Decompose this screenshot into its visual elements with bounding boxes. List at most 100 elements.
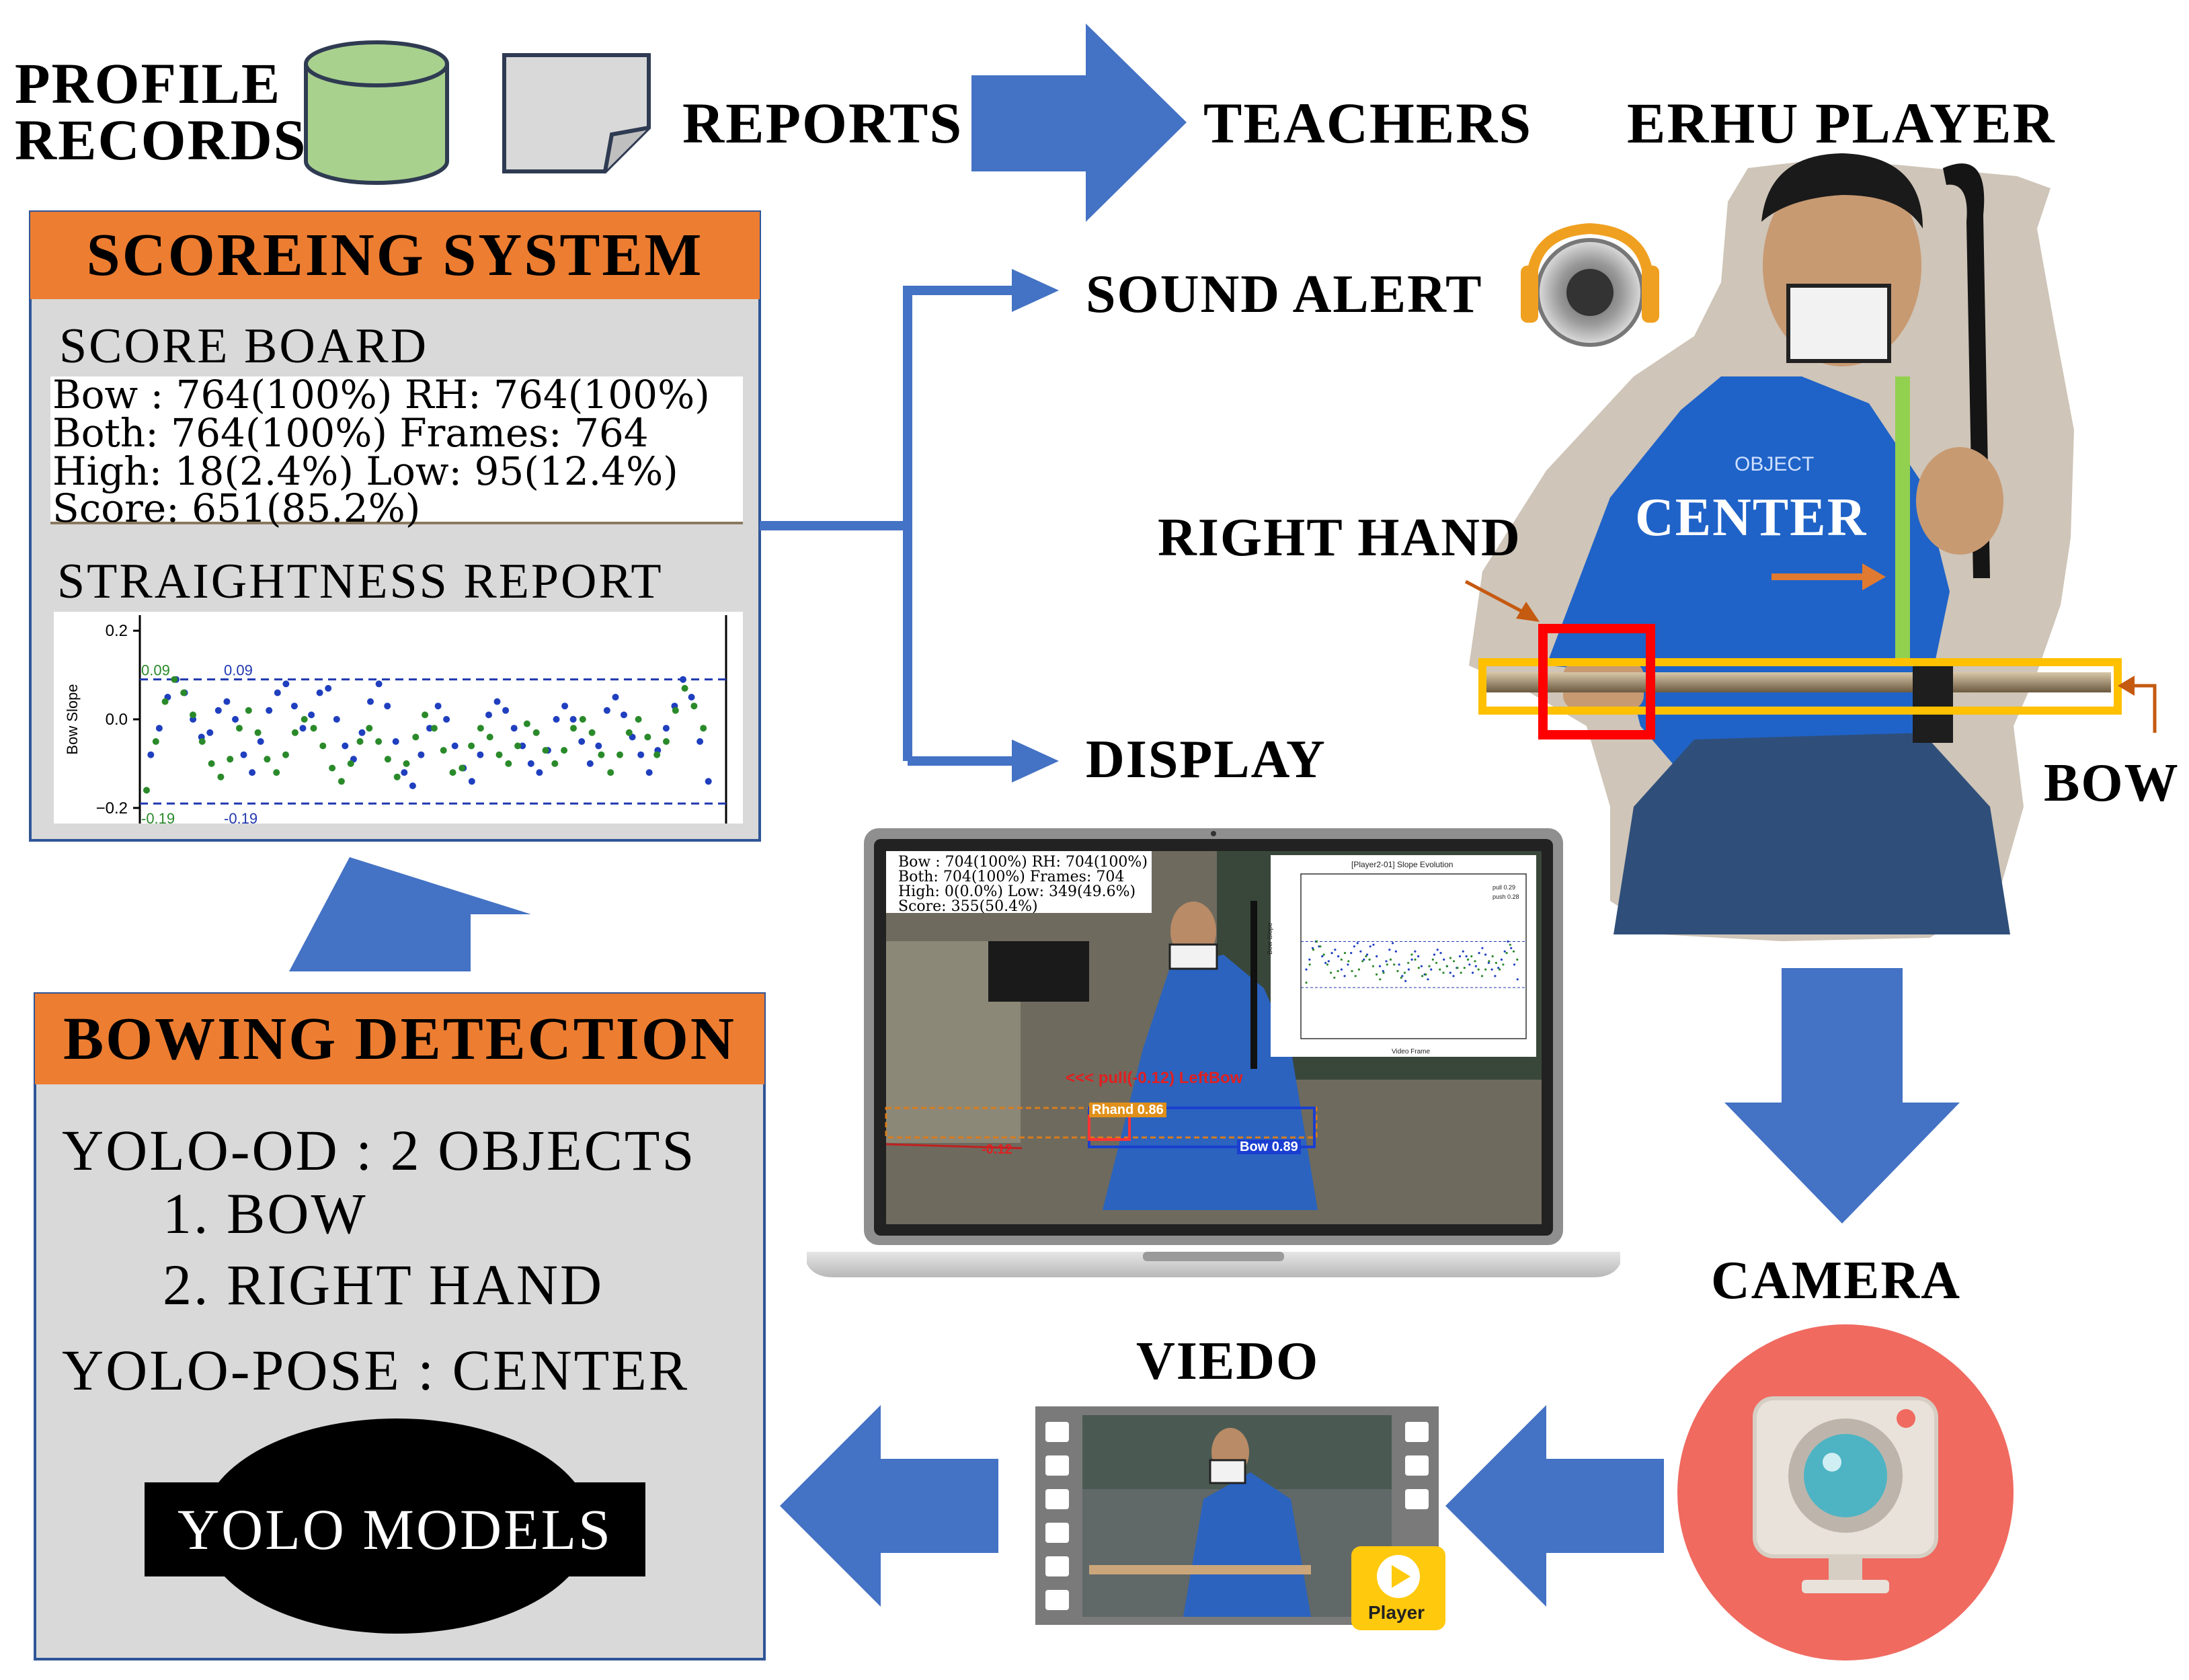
mini-chart-point (1322, 953, 1325, 956)
chart-point (417, 751, 425, 758)
chart-point (690, 703, 698, 710)
chart-point (249, 769, 256, 776)
mini-chart-point (1389, 958, 1392, 961)
chart-point (319, 742, 327, 750)
mini-chart-point (1512, 950, 1515, 953)
score-board-label: SCORE BOARD (59, 319, 429, 374)
chart-point (206, 729, 214, 736)
chart-point (310, 725, 317, 732)
mini-chart-point (1449, 971, 1451, 974)
chart-point (291, 729, 298, 736)
chart-point (700, 725, 707, 732)
chart-point (519, 742, 526, 750)
bow-pointer (2128, 684, 2157, 733)
mini-chart-point (1499, 968, 1501, 971)
chart-point (451, 742, 459, 750)
mini-chart-point (1453, 960, 1456, 963)
mini-chart-point (1330, 971, 1332, 974)
laptop-screen (885, 851, 1542, 1224)
laptop-bow-label: Bow 0.89 (1237, 1139, 1301, 1154)
mini-legend-pull: pull 0.29 (1492, 884, 1516, 891)
mini-chart-point (1420, 965, 1423, 967)
arrow-up-to-scoring (289, 857, 531, 971)
mini-chart-point (1308, 963, 1311, 966)
chart-point (553, 716, 560, 723)
mini-chart-point (1382, 971, 1385, 974)
chart-point (147, 751, 155, 758)
mini-chart-point (1443, 958, 1445, 961)
chart-point (653, 751, 661, 758)
camera-icon (1677, 1324, 2014, 1661)
chart-point (384, 756, 391, 763)
chart-annotation: -0.19 (141, 810, 175, 827)
mini-chart-point (1431, 958, 1434, 961)
score-line-3: High: 18(2.4%) Low: 95(12.4%) (52, 448, 678, 494)
chart-y-tick-label: 0.0 (106, 711, 128, 729)
mini-chart-point (1491, 955, 1494, 958)
chart-point (588, 729, 596, 736)
chart-point (696, 738, 704, 745)
mini-chart-point (1359, 950, 1362, 953)
laptop-score-line-3: High: 0(0.0%) Low: 349(49.6%) (898, 883, 1136, 900)
chart-y-axis-label: Bow Slope (64, 684, 81, 754)
mini-chart-point (1484, 953, 1487, 956)
laptop-score-line-1: Bow : 704(100%) RH: 704(100%) (898, 854, 1148, 871)
mini-chart-point (1326, 963, 1328, 966)
chart-point (493, 698, 501, 705)
player-badge-label: Player (1368, 1602, 1425, 1623)
mini-chart-point (1386, 963, 1388, 966)
mini-chart-point (1343, 975, 1346, 977)
mini-chart-point (1460, 971, 1462, 974)
arrow-to-sound-alert (1012, 269, 1059, 312)
mini-chart-point (1494, 975, 1497, 977)
chart-point (672, 707, 679, 714)
arrow-down-to-camera (1724, 968, 1960, 1224)
chart-point (430, 725, 438, 732)
mini-chart-point (1305, 982, 1308, 984)
chart-point (227, 756, 234, 763)
scoring-system-title: SCOREING SYSTEM (30, 212, 760, 299)
reports-label: REPORTS (682, 91, 963, 155)
chart-point (316, 689, 323, 696)
chart-point (347, 760, 354, 767)
mini-chart-point (1324, 961, 1327, 964)
chart-point (401, 769, 408, 776)
mini-chart-point (1347, 960, 1350, 963)
mini-chart-point (1347, 963, 1349, 966)
chart-point (329, 764, 336, 772)
bow-label: BOW (2044, 754, 2180, 813)
chart-point (236, 725, 243, 732)
mini-chart-point (1396, 969, 1399, 973)
mini-chart-point (1311, 947, 1314, 949)
mini-chart-point (1305, 968, 1308, 971)
chart-point (412, 733, 420, 741)
chart-point (459, 764, 466, 772)
object-bow-line: 1. BOW (163, 1181, 368, 1246)
straightness-chart-box (54, 612, 743, 824)
yolo-models-box (145, 1482, 645, 1576)
mini-chart-point (1327, 960, 1330, 963)
mini-chart-point (1321, 955, 1324, 958)
mini-chart-point (1400, 976, 1402, 979)
mini-chart-point (1392, 942, 1394, 945)
mini-chart-point (1401, 975, 1404, 977)
chart-point (257, 738, 264, 745)
mini-chart-point (1365, 955, 1367, 958)
mini-chart-point (1407, 968, 1410, 971)
database-icon (304, 40, 449, 185)
chart-point (180, 689, 188, 696)
mini-chart-point (1353, 945, 1355, 948)
video-film-icon (1035, 1406, 1445, 1630)
score-line-4: Score: 651(85.2%) (52, 485, 421, 531)
mini-chart-point (1449, 957, 1451, 959)
chart-point (681, 684, 688, 692)
chart-point (485, 711, 492, 719)
mini-chart-point (1378, 965, 1382, 967)
laptop-rhand-label: Rhand 0.86 (1089, 1103, 1166, 1117)
mini-chart-point (1337, 955, 1340, 958)
mini-chart-point (1388, 949, 1391, 951)
mini-chart-point (1428, 965, 1431, 967)
chart-point (477, 725, 484, 732)
